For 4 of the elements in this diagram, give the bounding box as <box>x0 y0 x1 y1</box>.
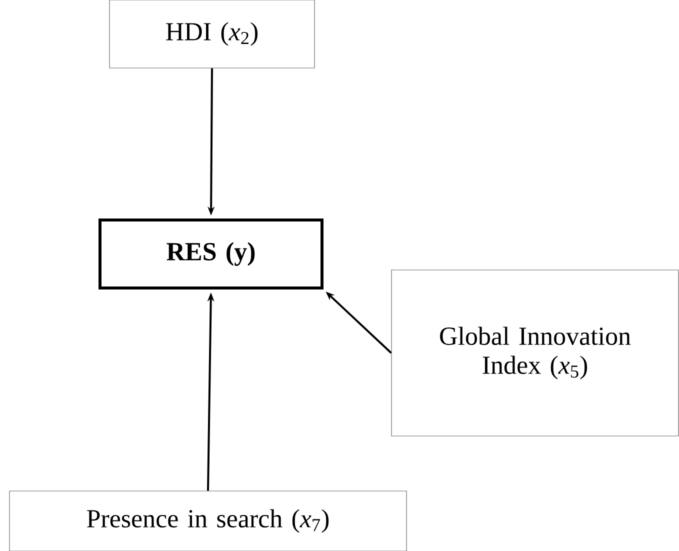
factor-box: Global Innovation Index (x$_{5}$) <box>391 270 679 436</box>
result-box: RES (y) <box>98 218 324 290</box>
factor-box: HDI (x$_{2}$) <box>109 0 315 68</box>
factor-box: Presence in search (x$_{7}$) <box>9 490 407 551</box>
